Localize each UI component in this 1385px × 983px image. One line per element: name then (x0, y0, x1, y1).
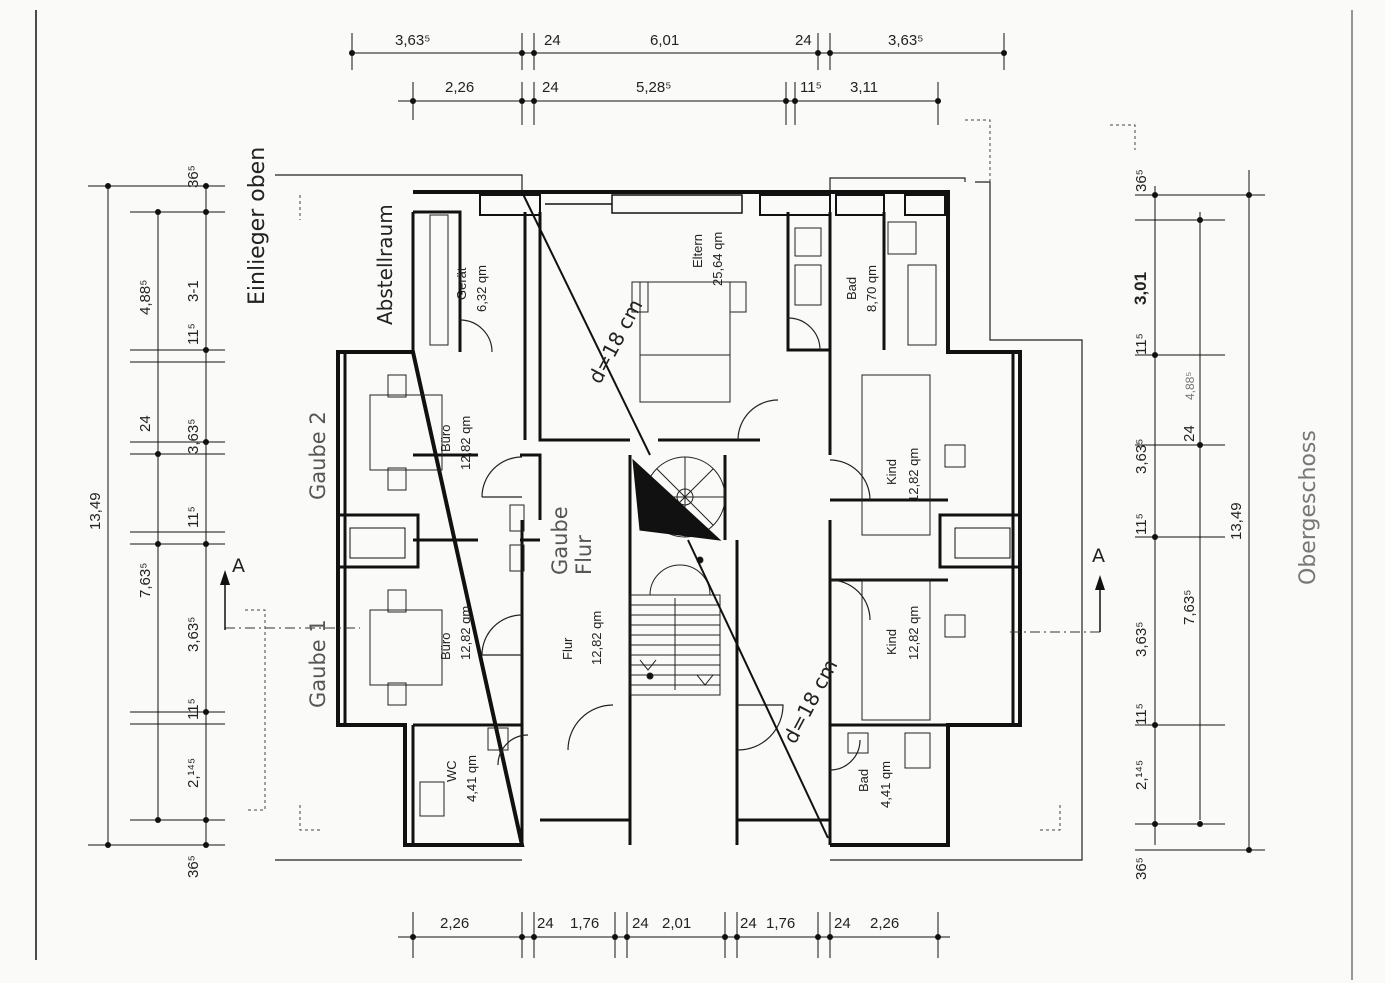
dim-top-3: 6,01 (650, 32, 679, 49)
dim-left-f: 11⁵ (185, 323, 202, 345)
label-d-top: d=18 cm (583, 295, 647, 387)
section-marker-left: A (220, 555, 360, 630)
dim-top2-3: 5,28⁵ (636, 79, 671, 96)
section-a-left: A (232, 555, 245, 577)
label-gaube2: Gaube 2 (306, 411, 330, 500)
label-d-bottom: d=18 cm (778, 655, 842, 747)
room-kind1-name: Kind (884, 459, 899, 485)
dim-left-j: 3-1 (185, 280, 202, 302)
bottom-dimension-chain: 2,26 24 1,76 24 2,01 24 1,76 24 2,26 (398, 912, 950, 958)
dim-top2-2: 24 (542, 79, 559, 96)
room-flur-area: 12,82 qm (589, 611, 604, 665)
handwritten-labels: Einlieger oben Abstellraum Gaube 2 Gaube… (245, 147, 1321, 748)
dim-right-e: 3,63⁵ (1133, 622, 1150, 657)
room-eltern-area: 25,64 qm (710, 232, 725, 286)
left-dimension-chains: 13,49 4,88⁵ 7,63⁵ 3,63⁵ 3,63⁵ 24 11⁵ 11⁵… (87, 165, 225, 878)
room-bad-top-name: Bad (844, 277, 859, 300)
roof-outline (245, 119, 1136, 861)
dim-top2-1: 2,26 (445, 79, 474, 96)
right-dimension-chains: 3,01 4,88⁵ 7,63⁵ 3,63⁵ 3,63⁵ 24 11⁵ 11⁵ … (1131, 169, 1265, 880)
note-einlieger-oben: Einlieger oben (245, 147, 270, 305)
section-marker-right: A (1010, 545, 1105, 633)
interior-walls (336, 210, 1022, 845)
dim-left-k: 36⁵ (185, 165, 202, 188)
room-buero1-area: 12,82 qm (458, 416, 473, 470)
dim-right-total: 13,49 (1228, 502, 1245, 540)
dim-bottom-3: 1,76 (570, 915, 599, 932)
dim-right-h: 11⁵ (1133, 513, 1150, 535)
room-kind1-area: 12,82 qm (906, 448, 921, 502)
dim-bottom-2: 24 (537, 915, 554, 932)
dim-top-1: 3,63⁵ (395, 32, 430, 49)
dim-bottom-5: 2,01 (662, 915, 691, 932)
dim-right-c: 7,63⁵ (1181, 590, 1198, 625)
dim-top2-4: 11⁵ (800, 79, 822, 96)
dim-left-h: 11⁵ (185, 698, 202, 720)
room-bad-bottom-area: 4,41 qm (878, 761, 893, 808)
dim-right-f: 24 (1181, 425, 1198, 442)
room-kind2-area: 12,82 qm (906, 606, 921, 660)
label-gaube: Gaube (548, 506, 572, 575)
dim-top-5: 3,63⁵ (888, 32, 923, 49)
dim-left-b: 7,63⁵ (137, 563, 154, 598)
dim-bottom-6: 24 (740, 915, 757, 932)
room-geraet-area: 6,32 qm (474, 265, 489, 312)
section-a-right: A (1092, 545, 1105, 567)
dim-left-g: 11⁵ (185, 506, 202, 528)
dim-right-l: 36⁵ (1133, 857, 1150, 880)
room-kind2-name: Kind (884, 629, 899, 655)
dim-right-k: 36⁵ (1133, 169, 1150, 192)
dim-left-c: 3,63⁵ (185, 419, 202, 454)
door-swings (459, 317, 871, 771)
dim-left-l: 36⁵ (185, 855, 202, 878)
dim-left-a: 4,88⁵ (137, 280, 154, 315)
room-wc-name: WC (444, 760, 459, 782)
dim-bottom-4: 24 (632, 915, 649, 932)
room-geraet-name: Gerät (454, 267, 469, 300)
dim-right-d: 3,63⁵ (1133, 439, 1150, 474)
label-gaube1: Gaube 1 (306, 619, 330, 708)
room-eltern-name: Eltern (690, 234, 705, 268)
dim-bottom-7: 1,76 (766, 915, 795, 932)
room-wc-area: 4,41 qm (464, 755, 479, 802)
dim-left-e: 24 (137, 415, 154, 432)
label-flur-hand: Flur (572, 535, 596, 575)
top-dimension-chain-2: 2,26 24 5,28⁵ 11⁵ 3,11 (398, 79, 941, 125)
room-bad-top-area: 8,70 qm (864, 265, 879, 312)
room-buero2-name: Büro (438, 633, 453, 660)
dim-bottom-9: 2,26 (870, 915, 899, 932)
top-dimension-chain-1: 3,63⁵ 24 6,01 24 3,63⁵ (349, 32, 1007, 70)
dim-top2-5: 3,11 (850, 79, 878, 96)
dim-bottom-8: 24 (834, 915, 851, 932)
dim-right-b: 4,88⁵ (1183, 372, 1197, 400)
room-buero2-area: 12,82 qm (458, 606, 473, 660)
room-labels: Gerät 6,32 qm Eltern 25,64 qm Bad 8,70 q… (438, 232, 921, 808)
diagonal-lines (521, 191, 829, 839)
label-abstellraum: Abstellraum (373, 204, 397, 325)
dim-top-4: 24 (795, 32, 812, 49)
dim-right-g: 11⁵ (1133, 333, 1150, 355)
furniture (369, 214, 966, 817)
room-flur-name: Flur (560, 637, 575, 660)
room-bad-bottom-name: Bad (856, 769, 871, 792)
dim-left-total: 13,49 (87, 492, 104, 530)
stairs (629, 456, 726, 696)
dim-right-a: 3,01 (1131, 272, 1150, 305)
dim-right-j: 2,¹⁴⁵ (1133, 760, 1150, 790)
plan-title: Obergeschoss (1296, 430, 1321, 585)
dim-top-2: 24 (544, 32, 561, 49)
dim-bottom-1: 2,26 (440, 915, 469, 932)
room-buero1-name: Büro (438, 425, 453, 452)
dim-left-d: 3,63⁵ (185, 617, 202, 652)
dim-left-i: 2,¹⁴⁵ (185, 758, 202, 788)
dim-right-i: 11⁵ (1133, 703, 1150, 725)
